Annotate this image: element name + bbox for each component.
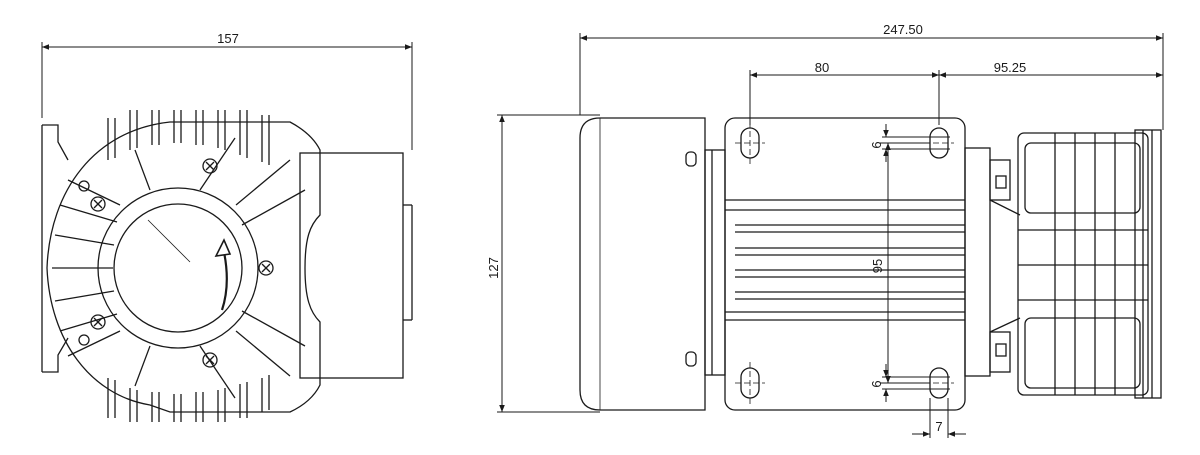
foot-depth-label: 95 (870, 259, 885, 273)
overall-length-label: 247.50 (883, 22, 923, 37)
height-label: 127 (486, 257, 501, 279)
front-bracket-left (41, 124, 69, 373)
front-width-dimension (41, 42, 413, 150)
side-slot-centerlines (735, 122, 954, 404)
front-radial-fins (52, 137, 306, 399)
slot-width-label: 7 (935, 419, 942, 434)
side-view (497, 33, 1164, 438)
side-flange (704, 149, 726, 376)
front-hub-outer (97, 187, 259, 349)
foot-spacing-right-label: 95.25 (994, 60, 1027, 75)
front-hub-inner (113, 203, 243, 333)
side-main-body (724, 117, 966, 411)
front-view (41, 42, 413, 422)
side-pump-head (1017, 129, 1162, 399)
side-fins (725, 209, 965, 313)
rotation-arrow-icon (214, 238, 232, 311)
front-housing-outline (46, 121, 321, 413)
slot-lower-label: 6 (869, 380, 884, 387)
front-fins-bottom (107, 375, 270, 422)
side-dimensions (497, 33, 1164, 438)
front-screws (78, 158, 274, 368)
foot-spacing-left-label: 80 (815, 60, 829, 75)
front-hub-reflection (147, 219, 191, 263)
front-fins-top (107, 110, 270, 165)
side-coupling (964, 147, 1021, 377)
slot-upper-label: 6 (869, 141, 884, 148)
front-motor-box (299, 152, 413, 379)
front-width-label: 157 (217, 31, 239, 46)
side-mounting-slots (740, 127, 949, 399)
